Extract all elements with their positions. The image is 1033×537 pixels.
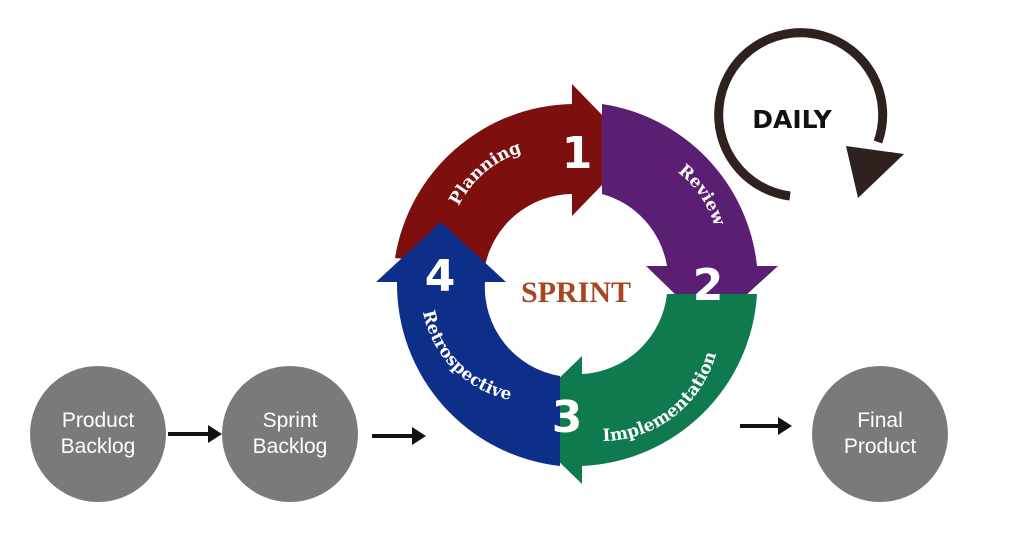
step-number-3: 3 bbox=[552, 392, 583, 443]
sprint-backlog-node: Sprint Backlog bbox=[222, 366, 358, 502]
final-product-label-line1: Final bbox=[857, 409, 903, 432]
implementation-arrow bbox=[516, 294, 757, 484]
product-backlog-node: Product Backlog bbox=[30, 366, 166, 502]
review-arrow bbox=[602, 104, 778, 328]
daily-arrowhead bbox=[846, 146, 904, 198]
step-number-4: 4 bbox=[425, 251, 456, 302]
sprint-backlog-circle bbox=[222, 366, 358, 502]
sprint-backlog-label-line1: Sprint bbox=[263, 409, 318, 432]
step-number-1: 1 bbox=[562, 128, 593, 179]
final-product-circle bbox=[812, 366, 948, 502]
final-product-label-line2: Product bbox=[844, 435, 917, 458]
flow-arrow-1 bbox=[168, 425, 222, 443]
sprint-cycle: 1 2 3 4 Planning Review Implementation R… bbox=[376, 84, 778, 484]
daily-label: DAILY bbox=[752, 105, 832, 134]
product-backlog-circle bbox=[30, 366, 166, 502]
daily-loop-arrow bbox=[714, 28, 888, 201]
retrospective-arrow bbox=[376, 222, 560, 466]
product-backlog-label-line1: Product bbox=[62, 409, 135, 432]
planning-arrow bbox=[395, 84, 636, 266]
final-product-node: Final Product bbox=[812, 366, 948, 502]
flow-arrow-3 bbox=[740, 417, 792, 435]
step-number-2: 2 bbox=[693, 260, 724, 311]
product-backlog-label-line2: Backlog bbox=[61, 435, 136, 458]
sprint-backlog-label-line2: Backlog bbox=[253, 435, 328, 458]
flow-arrow-2 bbox=[372, 427, 426, 445]
sprint-center-label: SPRINT bbox=[521, 276, 631, 309]
daily-loop: DAILY bbox=[714, 28, 904, 201]
